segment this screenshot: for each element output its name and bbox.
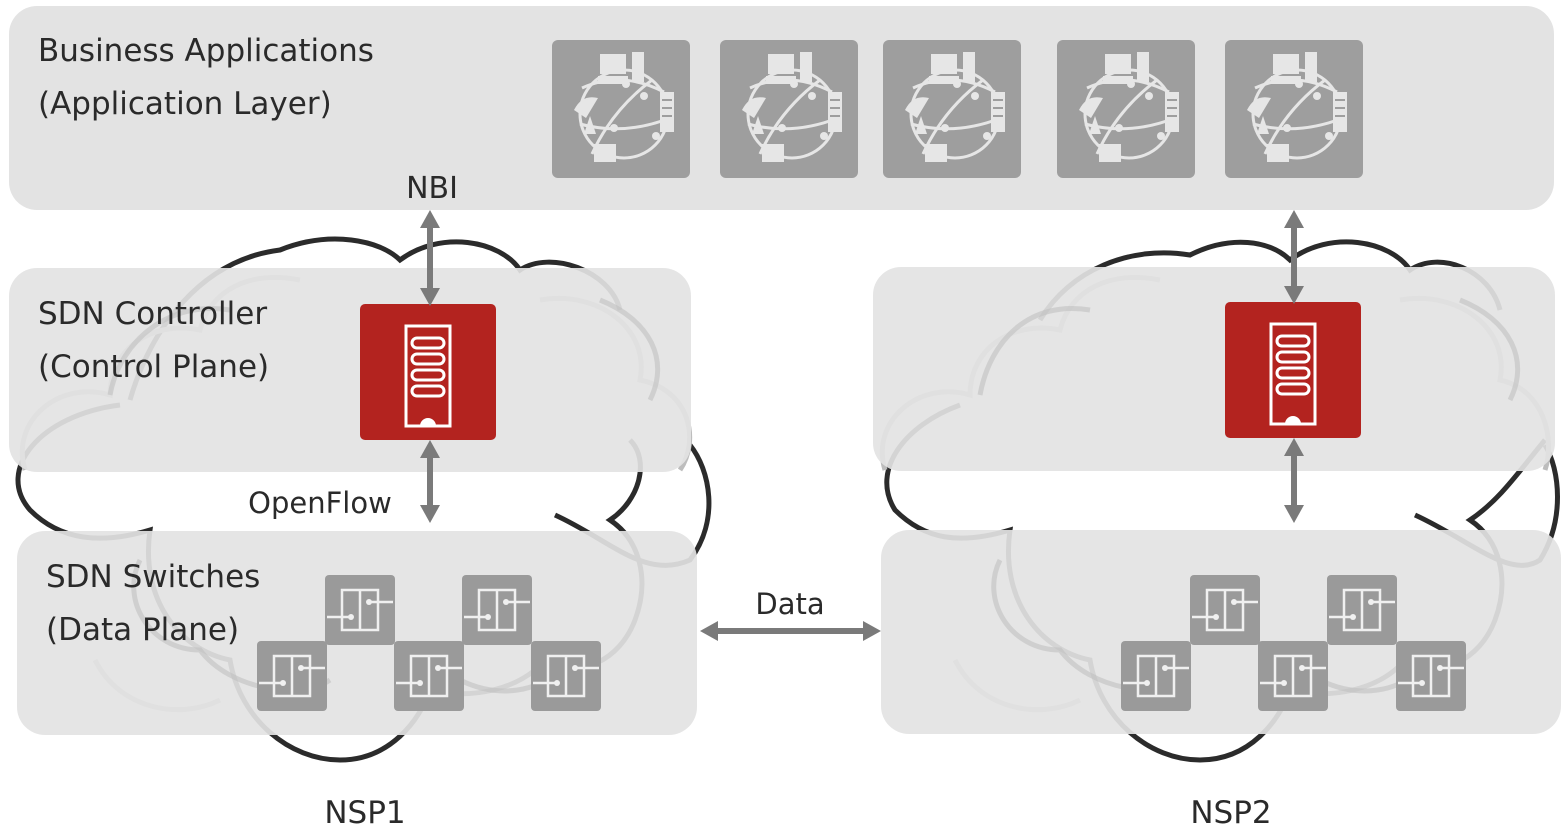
switch-icon — [394, 641, 464, 711]
switch-icon — [257, 641, 327, 711]
nsp1-label: NSP1 — [324, 795, 405, 831]
switch-icon — [1121, 641, 1191, 711]
network-app-icon — [883, 40, 1021, 178]
nbi-label: NBI — [406, 171, 458, 206]
openflow-label: OpenFlow — [248, 486, 392, 520]
data-label: Data — [755, 587, 824, 621]
application-icons — [552, 40, 1363, 178]
nbi-arrow-nsp2 — [1284, 210, 1304, 304]
nsp2-label: NSP2 — [1190, 795, 1271, 831]
nsp1-controller-server-icon — [360, 304, 496, 440]
network-app-icon — [1225, 40, 1363, 178]
switch-icon — [325, 575, 395, 645]
switch-icon — [1258, 641, 1328, 711]
nbi-arrow-nsp1 — [420, 210, 440, 306]
control-layer-title: SDN Controller — [38, 296, 267, 332]
network-app-icon — [552, 40, 690, 178]
switch-icon — [1327, 575, 1397, 645]
data-layer-title: SDN Switches — [46, 559, 260, 595]
nsp2-controller-server-icon — [1225, 302, 1361, 438]
network-app-icon — [1057, 40, 1195, 178]
switch-icon — [462, 575, 532, 645]
data-exchange-arrow — [700, 621, 881, 641]
application-layer-title: Business Applications — [38, 33, 374, 69]
nsp2-control-band — [873, 267, 1555, 471]
switch-icon — [531, 641, 601, 711]
nsp1-control-band — [9, 268, 691, 472]
southbound-arrow-nsp2 — [1284, 438, 1304, 523]
application-layer-subtitle: (Application Layer) — [38, 86, 332, 122]
network-app-icon — [720, 40, 858, 178]
data-layer-subtitle: (Data Plane) — [46, 612, 239, 648]
control-layer-subtitle: (Control Plane) — [38, 349, 269, 385]
openflow-arrow-nsp1 — [420, 440, 440, 523]
switch-icon — [1396, 641, 1466, 711]
switch-icon — [1190, 575, 1260, 645]
